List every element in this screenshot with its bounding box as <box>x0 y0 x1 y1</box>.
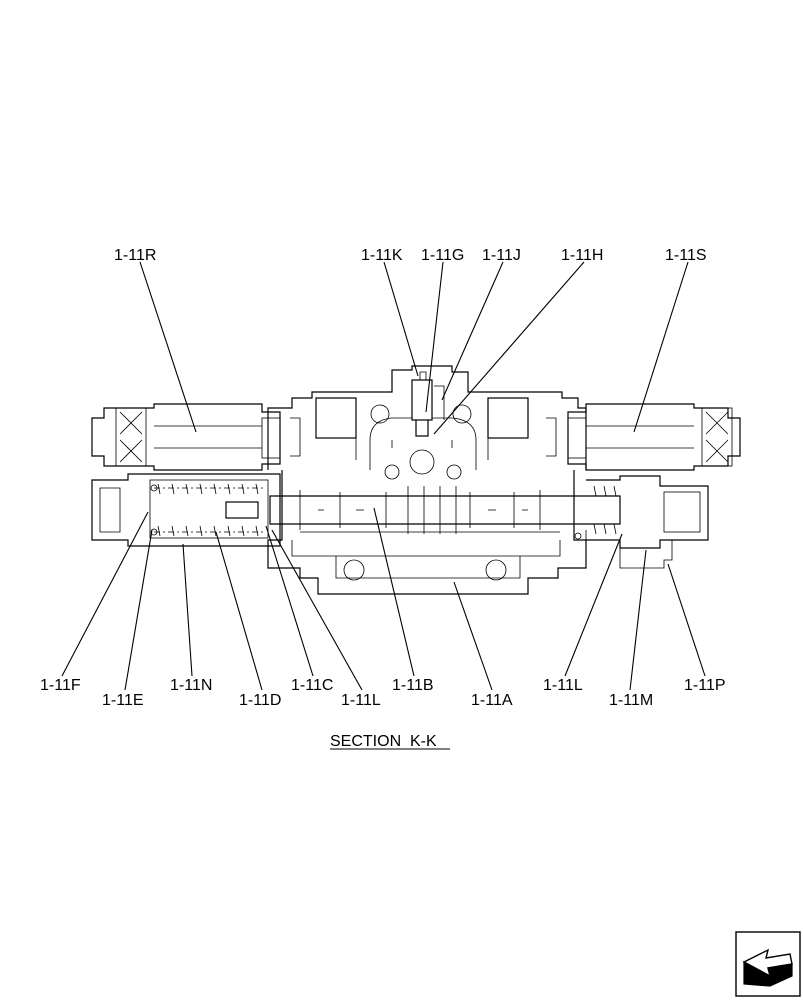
leader-line-s <box>633 261 689 433</box>
label-1-11m: 1-11M <box>609 692 653 709</box>
leader-line-g <box>425 261 444 413</box>
label-1-11j: 1-11J <box>482 247 521 264</box>
leader-line-b <box>373 507 415 677</box>
leader-line-p <box>667 563 706 677</box>
leader-line-d <box>215 531 263 691</box>
label-1-11p: 1-11P <box>684 677 726 694</box>
leader-line-f <box>61 511 149 677</box>
part-labels: 1-11R 1-11K 1-11G 1-11J 1-11H 1-11S 1-11… <box>40 247 726 709</box>
leader-line-r <box>139 261 197 433</box>
label-1-11s: 1-11S <box>665 247 707 264</box>
label-1-11e: 1-11E <box>102 692 144 709</box>
label-1-11g: 1-11G <box>421 247 464 264</box>
leader-line-j <box>441 261 504 401</box>
leader-line-c <box>265 525 314 677</box>
leader-lines <box>61 261 706 691</box>
leader-line-n <box>182 543 193 677</box>
label-1-11f: 1-11F <box>40 677 81 694</box>
label-1-11h: 1-11H <box>561 247 603 264</box>
leader-line-m <box>629 549 647 691</box>
label-1-11k: 1-11K <box>361 247 403 264</box>
section-caption: SECTION K-K <box>330 733 437 750</box>
label-1-11c: 1-11C <box>291 677 333 694</box>
label-1-11b: 1-11B <box>392 677 434 694</box>
label-1-11l-left: 1-11L <box>341 692 381 709</box>
label-1-11r: 1-11R <box>114 247 156 264</box>
label-1-11d: 1-11D <box>239 692 281 709</box>
label-1-11a: 1-11A <box>471 692 513 709</box>
valve-body-drawing <box>91 365 741 595</box>
leader-line-e <box>124 529 153 691</box>
leader-line-k <box>383 261 419 377</box>
leader-line-l1 <box>271 529 363 691</box>
leader-line-h <box>433 261 585 435</box>
label-1-11l-right: 1-11L <box>543 677 583 694</box>
leader-line-a <box>453 581 493 691</box>
leader-line-l2 <box>564 533 623 677</box>
label-1-11n: 1-11N <box>170 677 212 694</box>
next-page-arrow-icon[interactable] <box>735 931 801 997</box>
